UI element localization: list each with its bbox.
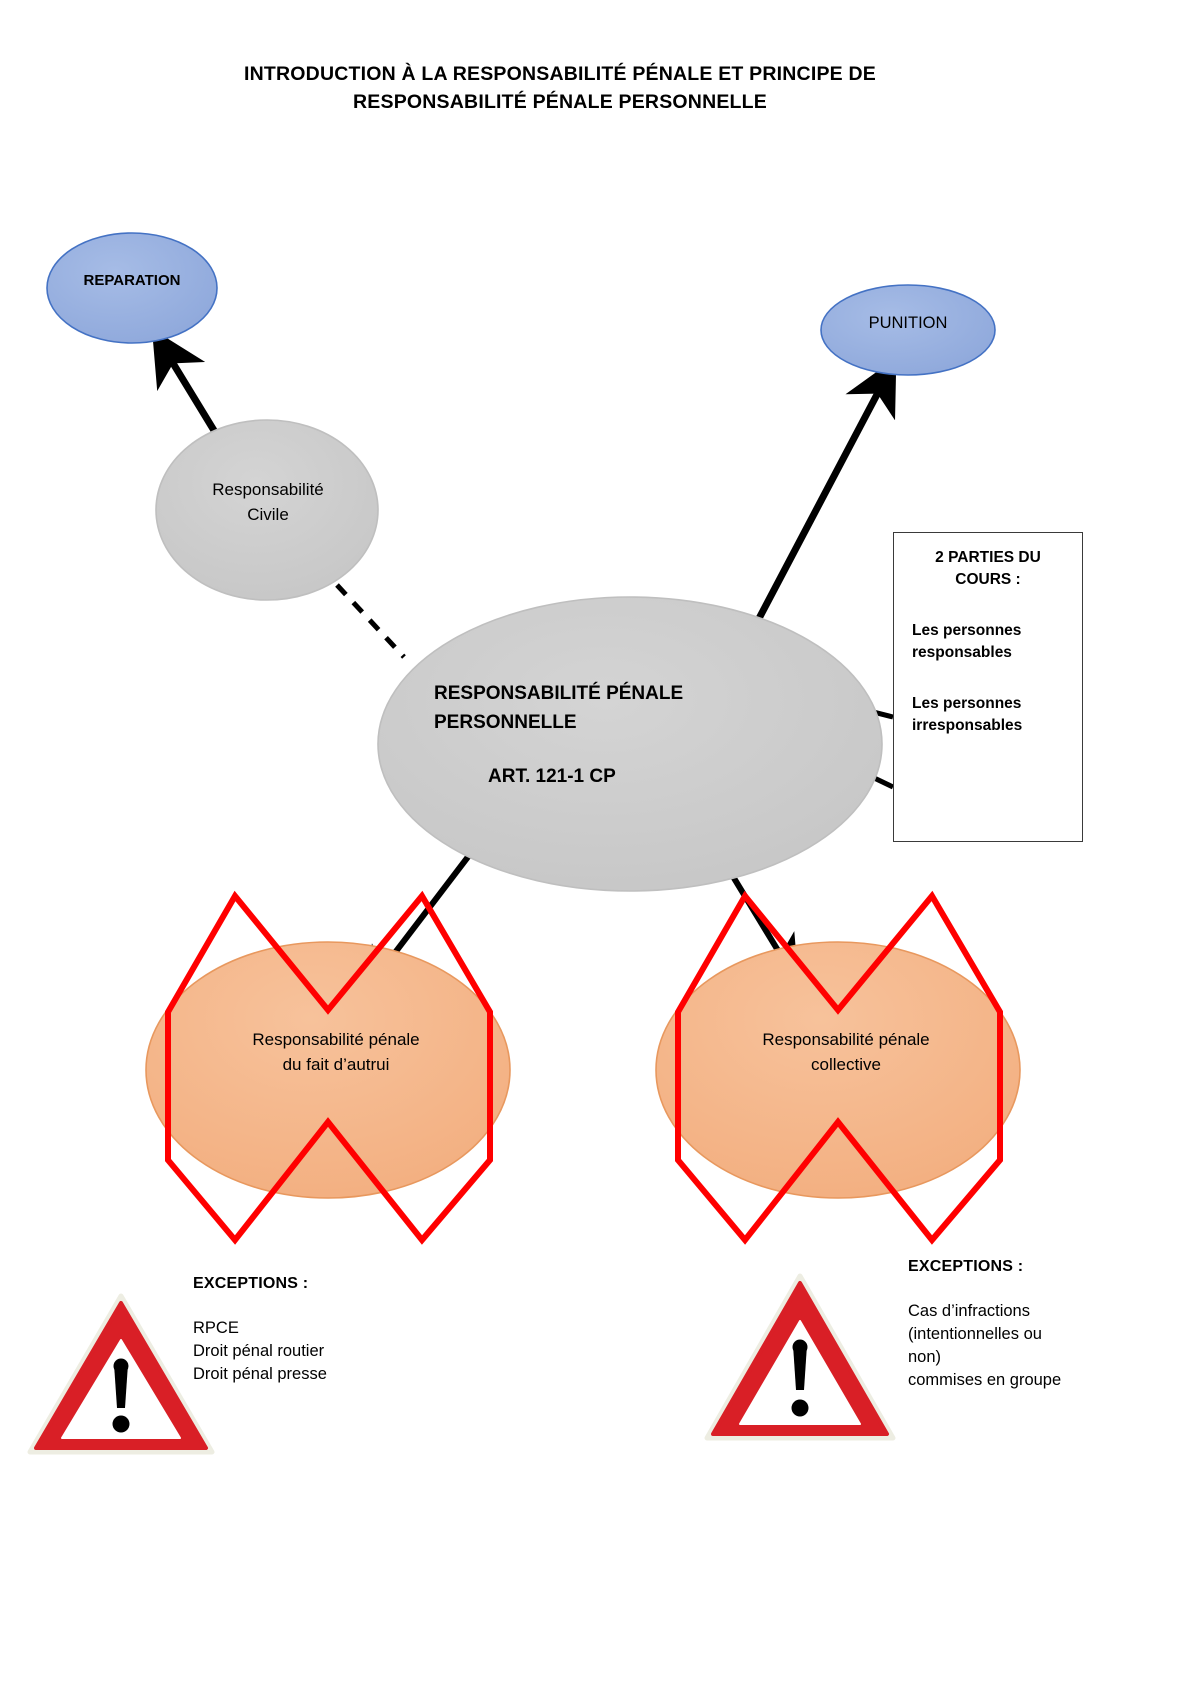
exceptions-right-block: EXCEPTIONS : Cas d’infractions (intentio… [908,1258,1193,1392]
node-responsabilite-penale-collective[interactable] [655,941,1021,1199]
node-responsabilite-civile[interactable] [155,419,379,601]
parties-box-item-responsables: Les personnes responsables [912,621,1022,662]
page-title-text: INTRODUCTION À LA RESPONSABILITÉ PÉNALE … [244,63,876,114]
node-responsabilite-penale-autrui[interactable] [145,941,511,1199]
warning-triangle-icon-left [27,1293,215,1455]
exceptions-left-block: EXCEPTIONS : RPCE Droit pénal routier Dr… [193,1275,463,1386]
node-punition[interactable] [820,284,996,376]
warning-triangle-icon-right [704,1273,896,1441]
exceptions-right-heading: EXCEPTIONS : [908,1258,1024,1275]
exceptions-right-lines: Cas d’infractions (intentionnelles ou no… [908,1302,1062,1390]
connector-central-to-punition [741,357,897,647]
exceptions-left-lines: RPCE Droit pénal routier Droit pénal pre… [193,1319,327,1384]
parties-box-item-irresponsables: Les personnes irresponsables [912,694,1023,735]
node-reparation[interactable] [46,232,218,344]
red-cross-icon-right [675,890,1003,1245]
parties-du-cours-box: 2 PARTIES DU COURS : Les personnes respo… [893,532,1083,842]
parties-box-title: 2 PARTIES DU COURS : [935,549,1041,589]
red-cross-icon-left [165,890,493,1245]
exceptions-left-heading: EXCEPTIONS : [193,1275,309,1292]
node-responsabilite-penale-personnelle[interactable] [377,596,883,892]
connector-civile-to-central [335,583,406,659]
page-title: INTRODUCTION À LA RESPONSABILITÉ PÉNALE … [180,60,940,117]
